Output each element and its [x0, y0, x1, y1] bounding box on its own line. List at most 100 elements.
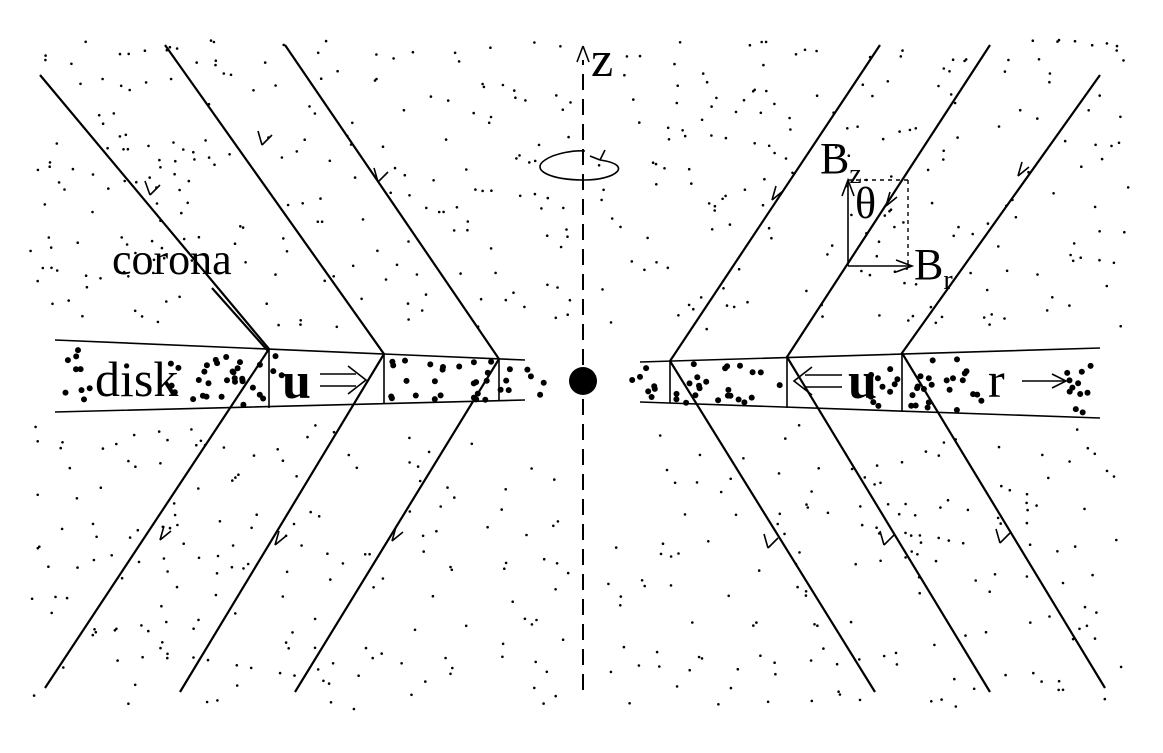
corona-dot — [911, 314, 915, 318]
corona-dot — [76, 241, 79, 244]
corona-dot — [1057, 679, 1061, 683]
corona-dot — [903, 281, 906, 285]
corona-dot — [36, 440, 39, 443]
corona-dot — [481, 189, 484, 193]
corona-dot — [322, 679, 325, 683]
corona-dot — [439, 505, 443, 508]
corona-dot — [778, 512, 782, 516]
disk-dot — [524, 366, 531, 373]
corona-dot — [392, 57, 395, 60]
corona-dot — [168, 45, 172, 49]
corona-dot — [371, 656, 375, 660]
disk-dot — [741, 399, 748, 406]
corona-dot — [1048, 72, 1052, 75]
corona-dot — [360, 297, 363, 301]
corona-dot — [942, 441, 946, 444]
corona-dot — [48, 161, 52, 164]
corona-dot — [886, 80, 890, 83]
corona-dot — [285, 570, 289, 574]
corona-dot — [687, 167, 691, 171]
corona-dot — [859, 505, 862, 508]
corona-dot — [32, 694, 36, 697]
disk-right — [639, 347, 1101, 419]
corona-dot — [1036, 273, 1039, 276]
corona-dot — [214, 593, 218, 597]
corona-dot — [707, 540, 710, 543]
corona-dot — [545, 234, 549, 237]
corona-dot — [1025, 575, 1029, 578]
corona-dot — [698, 453, 702, 457]
corona-dot — [162, 256, 166, 260]
corona-dot — [228, 153, 231, 156]
disk-dot — [167, 360, 174, 367]
corona-dot — [406, 302, 410, 305]
corona-dot — [646, 236, 649, 240]
disk-dot — [270, 368, 277, 375]
disk-dot — [1078, 368, 1085, 375]
corona-dot — [942, 149, 945, 153]
corona-dot — [1095, 611, 1098, 614]
corona-dot — [280, 156, 284, 159]
disk-dot — [431, 396, 438, 403]
corona-dot — [610, 217, 614, 220]
corona-dot — [278, 671, 282, 675]
corona-dot — [127, 52, 130, 56]
corona-dot — [806, 506, 810, 509]
disk-dot — [389, 358, 396, 365]
corona-dot — [654, 162, 658, 166]
corona-dot — [284, 641, 288, 644]
corona-dot — [1037, 58, 1041, 61]
corona-dot — [303, 138, 307, 141]
corona-dot — [951, 58, 955, 61]
corona-dot — [85, 285, 89, 289]
corona-dot — [893, 270, 897, 274]
corona-dot — [455, 206, 459, 209]
corona-dot — [101, 122, 105, 125]
corona-dot — [609, 670, 613, 674]
corona-dot — [422, 550, 426, 553]
corona-dot — [504, 298, 508, 302]
corona-dot — [489, 247, 493, 250]
field-arrow-icon — [885, 191, 898, 207]
corona-dot — [282, 237, 285, 240]
corona-dot — [1117, 141, 1121, 145]
corona-dot — [329, 701, 333, 704]
disk-dot — [470, 359, 477, 366]
corona-dot — [295, 475, 298, 478]
corona-dot — [1014, 215, 1018, 219]
corona-dot — [525, 533, 528, 537]
disk-dot — [1066, 388, 1073, 395]
disk-dot — [199, 392, 206, 399]
disk-dot — [943, 377, 950, 384]
corona-dot — [389, 191, 393, 195]
corona-dot — [691, 621, 694, 624]
disk-dot — [737, 362, 743, 369]
disk-dot — [78, 387, 85, 394]
corona-dot — [317, 515, 321, 518]
corona-dot — [1003, 70, 1007, 73]
corona-dot — [48, 165, 51, 168]
corona-dot — [535, 618, 538, 622]
corona-dot — [513, 89, 516, 92]
corona-dot — [777, 472, 781, 475]
disk-dot — [928, 381, 935, 388]
corona-dot — [504, 561, 508, 565]
corona-dot — [1069, 253, 1072, 257]
disk-dot — [402, 357, 408, 364]
disk-dot — [643, 365, 650, 372]
corona-dot — [165, 620, 168, 624]
disk-dot — [724, 363, 731, 370]
corona-dot — [930, 201, 934, 205]
corona-dot — [553, 478, 556, 481]
disk-dot — [249, 384, 256, 391]
corona-dot — [850, 467, 854, 471]
corona-dot — [479, 297, 483, 301]
disk-dot — [887, 388, 894, 395]
corona-dot — [50, 611, 53, 615]
corona-dot — [534, 660, 537, 664]
field-arrow-icon — [771, 185, 784, 201]
corona-dot — [1073, 39, 1077, 43]
corona-dot — [472, 111, 476, 115]
corona-dot — [1036, 117, 1039, 120]
corona-dot — [276, 448, 280, 451]
